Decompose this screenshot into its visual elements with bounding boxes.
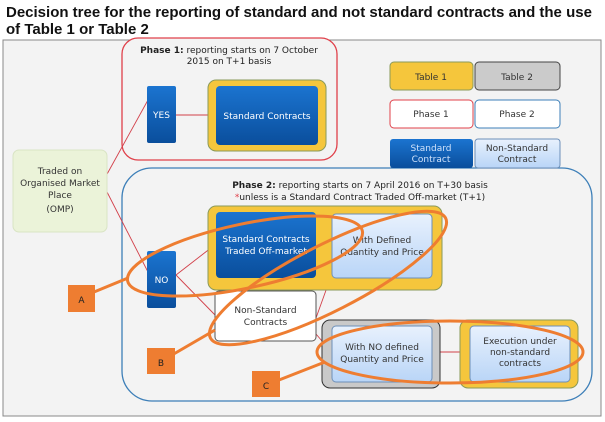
legend-non-standard (474, 138, 561, 169)
callout-c-line (278, 360, 326, 382)
callout-b-line (171, 328, 216, 357)
standard-contracts-text: Standard Contracts (223, 112, 311, 122)
omp-text: (OMP) (46, 205, 73, 215)
omp-text: Place (48, 191, 72, 201)
legend-table2 (474, 61, 561, 91)
svg-text:Contract: Contract (412, 155, 451, 165)
non-standard-text: Non-Standard (234, 306, 296, 316)
defined-qp-text: With Defined (353, 236, 411, 246)
svg-text:Contract: Contract (498, 155, 537, 165)
yes-text: YES (152, 111, 170, 121)
legend-table1 (389, 61, 474, 91)
legend-phase1 (389, 99, 474, 129)
yes-node (147, 86, 176, 143)
std-off-market-node (216, 212, 316, 278)
omp-text: Traded on (37, 167, 82, 177)
svg-text:Phase 2: Phase 2 (499, 110, 534, 120)
std-off-market-text: Traded Off-market (224, 247, 307, 257)
callout-c (252, 371, 280, 397)
no-text: NO (155, 276, 169, 286)
svg-text:Table 2: Table 2 (500, 73, 533, 83)
callouts (93, 209, 585, 385)
phase1-heading: Phase 1: reporting starts on 7 October (140, 46, 318, 56)
phase2-note: *unless is a Standard Contract Traded Of… (235, 193, 485, 203)
no-defined-qp-text: Quantity and Price (340, 355, 424, 365)
callout-b-label: B (158, 359, 164, 369)
legend-standard (390, 139, 473, 168)
ellipse-c (315, 319, 585, 385)
legend-phase2 (474, 99, 561, 129)
omp-text: Organised Market (20, 179, 100, 189)
svg-text:Standard: Standard (411, 144, 452, 154)
callout-a-line (93, 276, 129, 294)
std-off-market-text: Standard Contracts (222, 235, 310, 245)
phase1-heading-2: 2015 on T+1 basis (187, 57, 272, 67)
callout-b (147, 348, 175, 374)
callout-c-label: C (263, 382, 269, 392)
ellipse-b (207, 209, 449, 347)
legend: Table 1 Table 2 Phase 1 Phase 2 Standard… (389, 61, 561, 169)
defined-qp-text: Quantity and Price (340, 248, 424, 258)
svg-text:Phase 1: Phase 1 (413, 110, 448, 120)
standard-contracts-node (216, 86, 318, 145)
defined-qp-node (331, 213, 433, 279)
phase2-heading: Phase 2: reporting starts on 7 April 201… (232, 181, 488, 191)
callout-a-label: A (78, 296, 85, 306)
omp-node (12, 149, 108, 233)
non-standard-text: Contracts (244, 318, 288, 328)
execution-text: contracts (499, 359, 541, 369)
non-standard-node (214, 290, 317, 342)
svg-text:Non-Standard: Non-Standard (486, 144, 548, 154)
svg-text:Table 1: Table 1 (414, 73, 447, 83)
no-defined-qp-node (331, 325, 433, 383)
page-title: Decision tree for the reporting of stand… (6, 4, 592, 38)
no-defined-qp-text: With NO defined (345, 343, 419, 353)
callout-a (68, 285, 95, 312)
execution-text: non-standard (490, 348, 550, 358)
execution-text: Execution under (483, 337, 557, 347)
